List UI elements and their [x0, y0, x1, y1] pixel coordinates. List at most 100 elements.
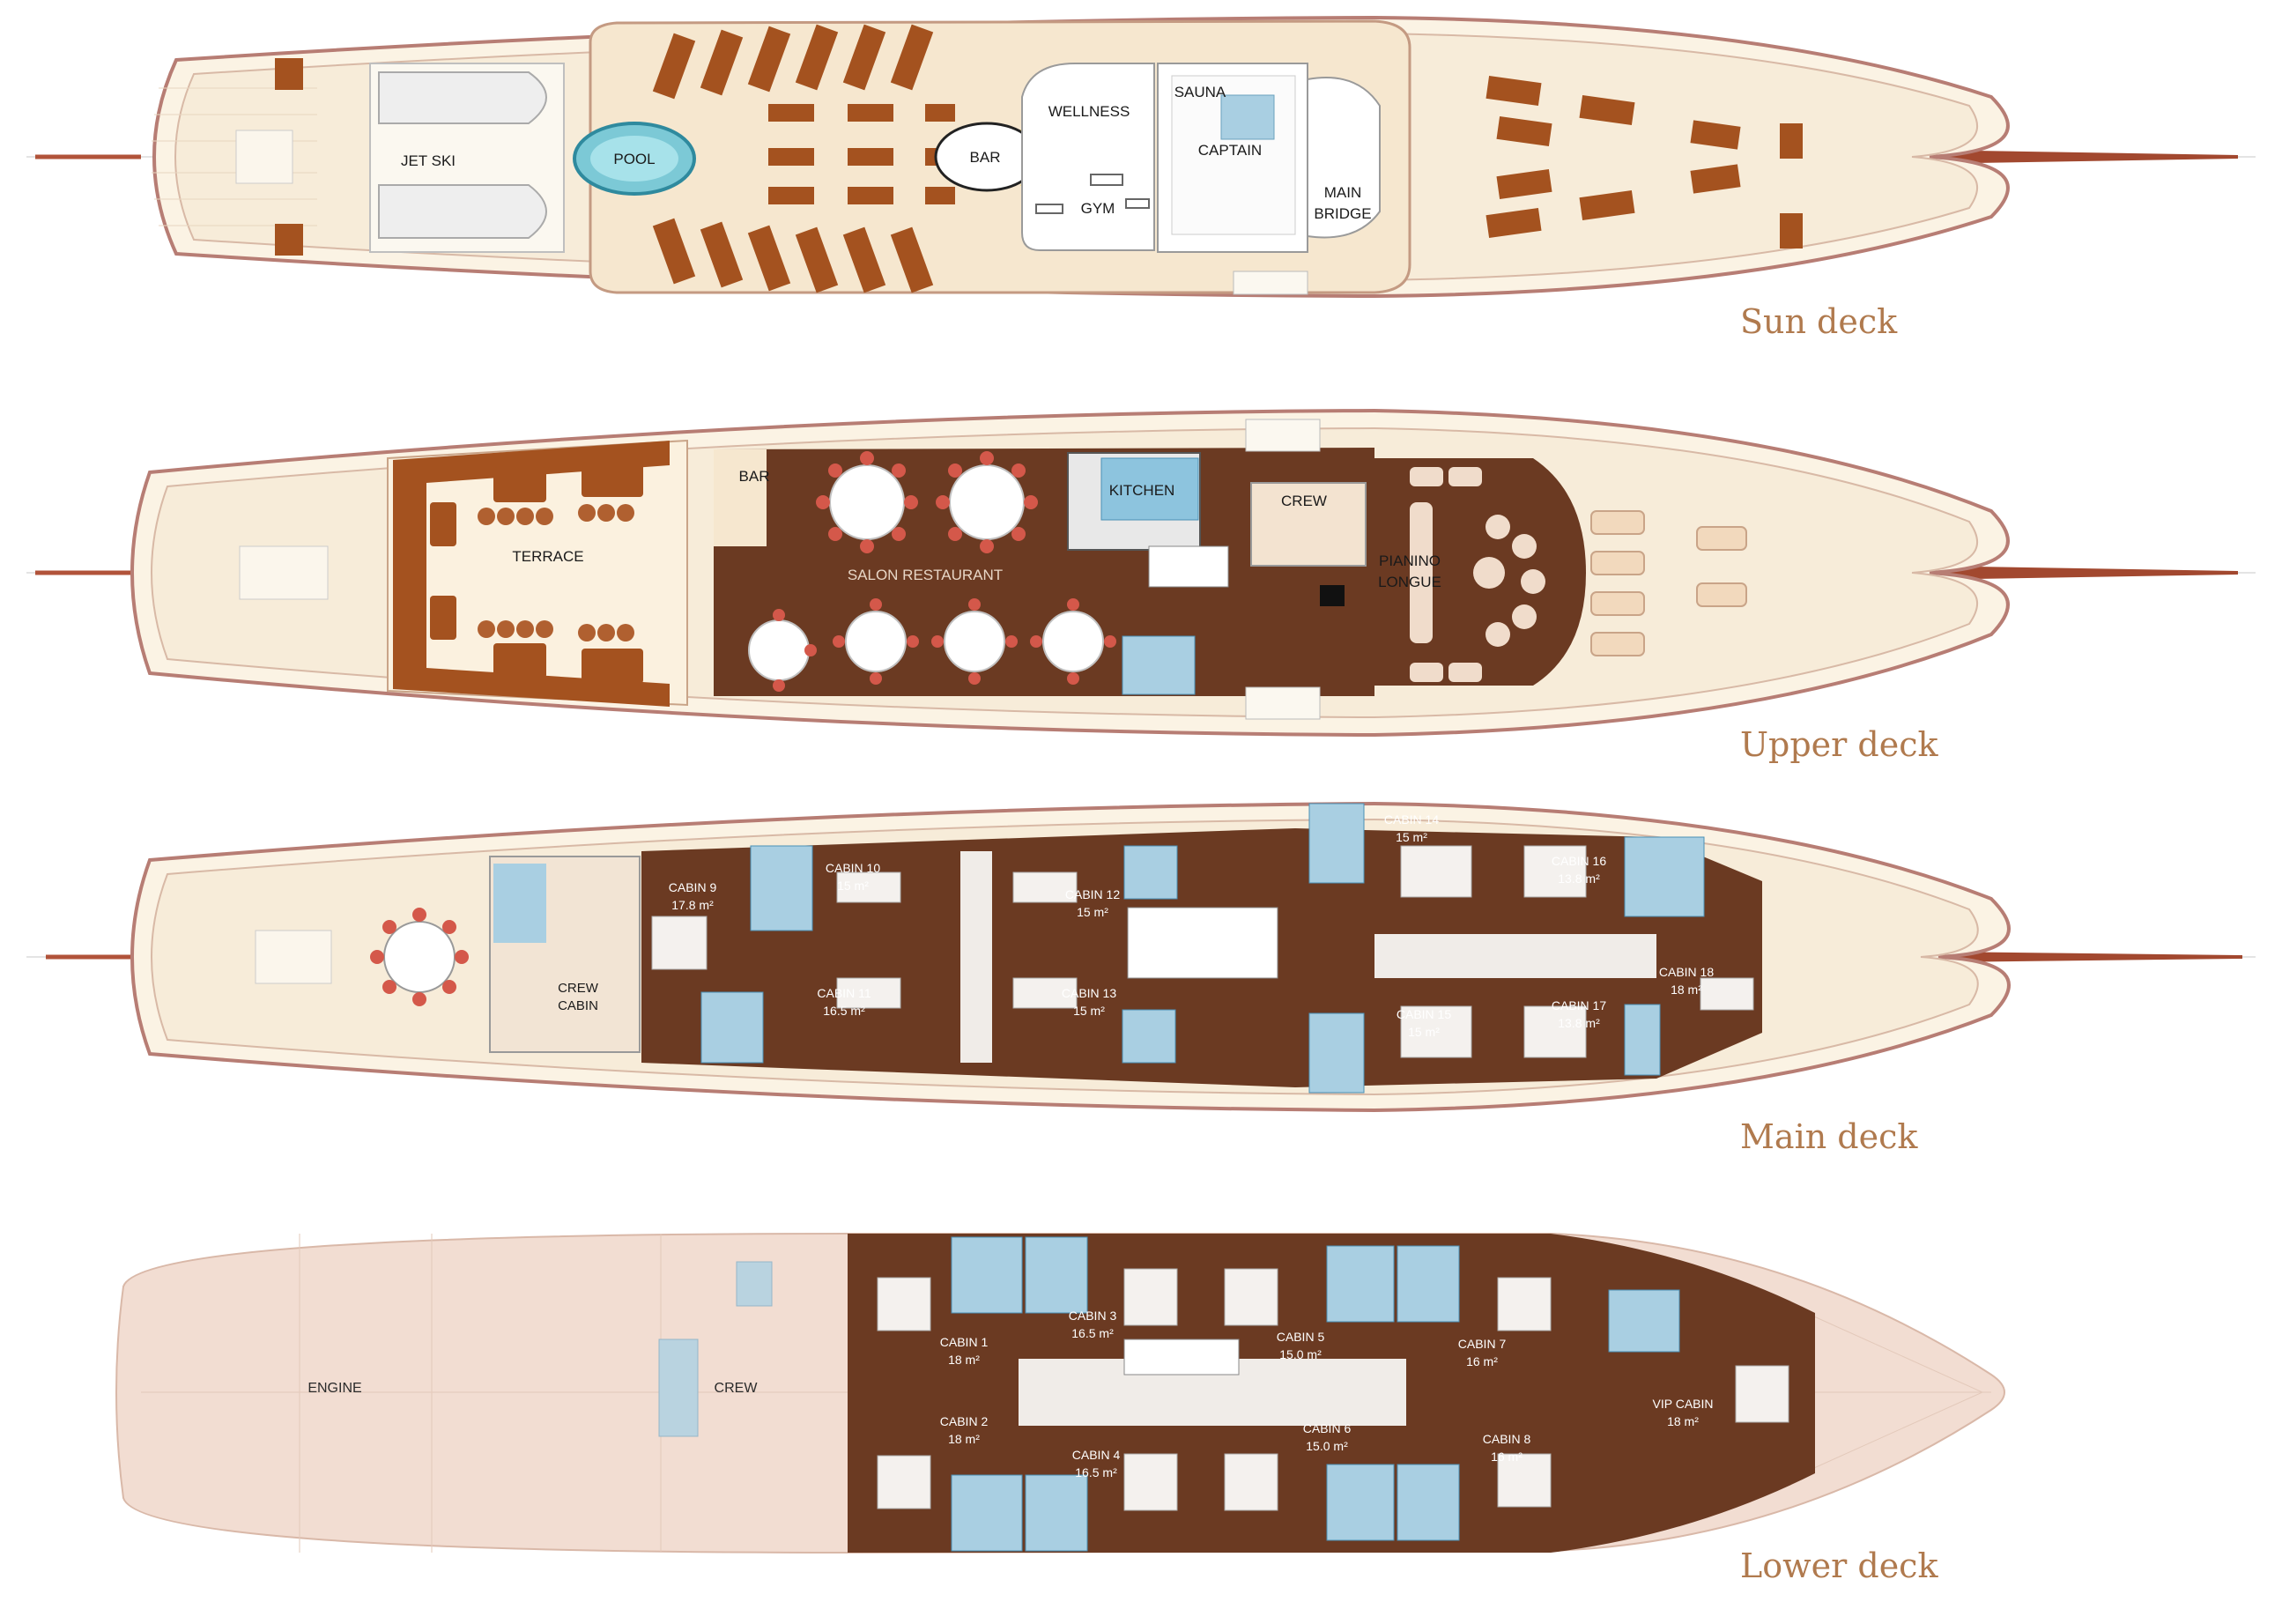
piano — [1320, 585, 1345, 606]
stern-chair — [275, 224, 303, 256]
pool-label: POOL — [613, 151, 655, 167]
stern-stairs — [239, 545, 329, 600]
terrace-tables — [430, 462, 643, 684]
lower-cabin-name: CABIN 1 — [940, 1335, 989, 1349]
forward-sunbeds — [1590, 510, 1747, 656]
crew-cabin-bath — [493, 864, 546, 943]
upper-deck-title: Upper deck — [1740, 725, 1939, 764]
main-cabin-name: CABIN 12 — [1065, 887, 1120, 901]
lower-cabin-labels: CABIN 1 18 m² CABIN 2 18 m² CABIN 3 16.5 m² CA… — [940, 1309, 1714, 1479]
bridge-label-1: MAIN — [1324, 184, 1362, 201]
stern-stairs — [235, 130, 293, 184]
crew-cabin-label-2: CABIN — [558, 998, 598, 1013]
terrace-label: TERRACE — [512, 548, 583, 565]
lower-cabin-name: CABIN 3 — [1069, 1309, 1117, 1323]
sun-loungers-top — [652, 24, 934, 100]
main-cabin-name: CABIN 18 — [1659, 965, 1714, 979]
main-passage — [960, 851, 992, 1063]
main-deck-title: Main deck — [1740, 1117, 1918, 1156]
main-cabin-area: 15 m² — [1077, 905, 1108, 919]
main-cabin-area: 15 m² — [1073, 1004, 1105, 1018]
lower-cabin-area: 15.0 m² — [1279, 1347, 1322, 1361]
pianino-label-1: PIANINO — [1379, 552, 1441, 569]
main-cabin-area: 15 m² — [837, 879, 869, 893]
upper-crew-room — [1250, 482, 1367, 567]
sun-loungers-bottom — [652, 218, 934, 293]
lower-cabin-name: VIP CABIN — [1653, 1397, 1714, 1411]
main-cabin-area: 15 m² — [1396, 830, 1427, 844]
forward-loungers — [1486, 75, 1803, 248]
jetski-bottom — [378, 184, 547, 239]
main-cabin-name: CABIN 13 — [1062, 986, 1116, 1000]
bowsprit — [1921, 150, 2238, 164]
main-cabin-name: CABIN 11 — [817, 986, 871, 1000]
kitchen-label: KITCHEN — [1109, 482, 1175, 499]
dining-chairs — [773, 451, 1116, 692]
main-bathrooms — [700, 803, 1705, 1094]
lower-cabin-name: CABIN 5 — [1277, 1330, 1325, 1344]
jetski-top — [378, 71, 547, 124]
lower-cabin-area: 16 m² — [1466, 1354, 1498, 1368]
pianino-label-2: LONGUE — [1378, 574, 1441, 590]
terrace-chairs — [478, 504, 634, 641]
main-deck: CREW CABIN — [26, 801, 2256, 1113]
lower-cabin-area: 15.0 m² — [1306, 1439, 1348, 1453]
lower-deck: ENGINE CREW — [115, 1233, 2005, 1554]
lower-beds — [877, 1268, 1789, 1511]
wellness-label: WELLNESS — [1048, 103, 1130, 120]
stairs-inner — [1148, 545, 1229, 588]
main-cabin-area: 13.8 m² — [1558, 871, 1600, 886]
sun-deck-title: Sun deck — [1740, 302, 1898, 341]
stairs-side — [1233, 271, 1308, 295]
upper-crew-label: CREW — [1281, 493, 1327, 509]
upper-stairs-bottom — [1245, 686, 1321, 720]
engine-label: ENGINE — [307, 1381, 361, 1396]
main-cabin-area: 17.8 m² — [671, 898, 714, 912]
main-round-table — [383, 921, 456, 993]
kitchen-counter — [1100, 457, 1199, 521]
main-cabin-area: 13.8 m² — [1558, 1016, 1600, 1030]
lower-cabin-area: 18 m² — [948, 1432, 980, 1446]
main-cabin-area: 18 m² — [1671, 983, 1702, 997]
lounge-sofas — [1410, 467, 1545, 682]
sauna-label: SAUNA — [1174, 84, 1226, 100]
upper-bar-label: BAR — [739, 468, 770, 485]
captain-label: CAPTAIN — [1198, 142, 1262, 159]
lower-stairs — [1123, 1339, 1240, 1376]
lower-cabin-area: 16 m² — [1491, 1450, 1523, 1464]
main-cabin-name: CABIN 9 — [669, 880, 717, 894]
lower-cabin-name: CABIN 4 — [1072, 1448, 1121, 1462]
stern-chair — [275, 58, 303, 90]
upper-deck: TERRACE BAR SALON RESTAURANT KITCHEN — [26, 408, 2256, 764]
sun-center-seats — [768, 104, 955, 204]
lower-cabin-name: CABIN 7 — [1458, 1337, 1507, 1351]
lower-cabin-area: 18 m² — [1667, 1414, 1699, 1428]
lower-cabin-name: CABIN 2 — [940, 1414, 989, 1428]
lower-cabin-area: 16.5 m² — [1071, 1326, 1114, 1340]
main-cabin-name: CABIN 15 — [1397, 1007, 1451, 1021]
main-cabin-name: CABIN 10 — [826, 861, 880, 875]
salon-label: SALON RESTAURANT — [848, 567, 1003, 583]
lower-bathrooms — [951, 1236, 1680, 1552]
main-cabin-name: CABIN 17 — [1552, 998, 1606, 1012]
pool-water — [590, 136, 678, 182]
lower-cabin-area: 18 m² — [948, 1353, 980, 1367]
lower-crew-bath — [658, 1261, 773, 1437]
main-round-chairs — [370, 908, 469, 1006]
bridge-label-2: BRIDGE — [1314, 205, 1371, 222]
gym-label: GYM — [1081, 200, 1115, 217]
main-stern-stairs — [255, 930, 332, 984]
main-corridor — [1374, 934, 1656, 978]
dining-tables — [748, 464, 1104, 681]
main-cabin-name: CABIN 14 — [1384, 812, 1439, 827]
lower-cabin-name: CABIN 6 — [1303, 1421, 1352, 1435]
jetski-label: JET SKI — [401, 152, 456, 169]
main-cabin-area: 16.5 m² — [823, 1004, 865, 1018]
main-beds — [651, 845, 1754, 1058]
wellness-room — [1021, 63, 1155, 251]
gym-equipment — [1035, 174, 1150, 214]
upper-bathroom — [1122, 635, 1196, 695]
lower-cabin-name: CABIN 8 — [1483, 1432, 1531, 1446]
crew-cabin-label-1: CREW — [558, 981, 599, 996]
